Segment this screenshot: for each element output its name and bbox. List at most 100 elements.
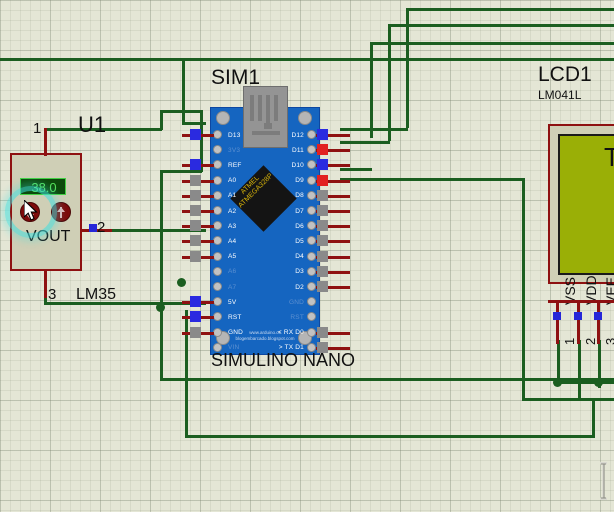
arduino-left-pin-pad-a1[interactable]: [190, 189, 201, 201]
arduino-right-pin-pad-d9[interactable]: [317, 174, 328, 186]
arduino-left-pin-pad-5v[interactable]: [190, 296, 201, 308]
arduino-right-pin-hole-d2[interactable]: [307, 282, 316, 291]
lcd-pin2-node[interactable]: [574, 312, 582, 320]
wire-lcd-vss-v[interactable]: [557, 340, 560, 384]
lcd-pin1-node[interactable]: [553, 312, 561, 320]
arduino-right-pin-pad-d6[interactable]: [317, 220, 328, 232]
arduino-left-pin-pad-rst[interactable]: [190, 311, 201, 323]
arduino-right-pin-pad-d4[interactable]: [317, 250, 328, 262]
arduino-right-pin-wire-d2[interactable]: [316, 286, 350, 289]
arduino-right-pin-hole-d12[interactable]: [307, 130, 316, 139]
arduino-left-pin-pad-a3[interactable]: [190, 220, 201, 232]
wire-vcc-h1[interactable]: [44, 128, 162, 131]
arduino-right-pin-pad-d7[interactable]: [317, 205, 328, 216]
arduino-left-pin-hole-d13[interactable]: [213, 130, 222, 139]
arduino-right-pin-pad-d5[interactable]: [317, 235, 328, 247]
arduino-left-pin-hole-a0[interactable]: [213, 175, 222, 185]
arduino-right-pin-hole-d4[interactable]: [307, 251, 316, 261]
arduino-left-pin-hole-a6[interactable]: [213, 266, 222, 276]
arduino-right-pin-hole-d5[interactable]: [307, 236, 316, 246]
arduino-nano-board[interactable]: [210, 107, 320, 355]
arduino-right-pin-pad-d10[interactable]: [317, 159, 328, 171]
arduino-right-pin-wire-d3[interactable]: [316, 270, 350, 274]
wire-net-top-3[interactable]: [370, 42, 614, 45]
arduino-left-pin-pad-gnd[interactable]: [190, 326, 201, 338]
wire-bottom-h3[interactable]: [522, 398, 614, 401]
arduino-right-pin-wire-d11[interactable]: [316, 149, 350, 153]
arduino-right-pin-pad-rxd0[interactable]: [317, 326, 328, 338]
arduino-left-pin-pad-a0[interactable]: [190, 174, 201, 186]
wire-d13-h[interactable]: [182, 122, 206, 125]
wire-vcc-v4[interactable]: [160, 170, 163, 305]
arduino-left-pin-hole-a7[interactable]: [213, 282, 222, 291]
wire-d10-stub[interactable]: [340, 168, 372, 171]
arduino-right-pin-pad-d3[interactable]: [317, 265, 328, 277]
wire-bottom-v1[interactable]: [160, 305, 163, 379]
arduino-right-pin-hole-d10[interactable]: [307, 160, 316, 170]
wire-lcd-vss-h[interactable]: [557, 381, 614, 384]
arduino-right-pin-pad-d12[interactable]: [317, 129, 328, 140]
wire-net-top-3-v[interactable]: [370, 42, 373, 138]
arduino-right-pin-wire-d4[interactable]: [316, 255, 350, 259]
arduino-left-pin-pad-a2[interactable]: [190, 205, 201, 216]
lm35-pin2-node[interactable]: [89, 224, 97, 232]
arduino-right-pin-pad-d8[interactable]: [317, 189, 328, 201]
wire-bottom-v2[interactable]: [185, 310, 188, 437]
arduino-right-pin-hole-d3[interactable]: [307, 266, 316, 276]
wire-lcd-vdd-v[interactable]: [578, 340, 581, 400]
wire-bottom-right-v2[interactable]: [522, 178, 525, 400]
arduino-right-pin-hole-d8[interactable]: [307, 190, 316, 200]
lcd-pin1-wire[interactable]: [556, 300, 559, 344]
arduino-right-pin-wire-d9[interactable]: [316, 179, 350, 183]
arduino-left-pin-pad-d13[interactable]: [190, 129, 201, 140]
arduino-right-pin-hole-d9[interactable]: [307, 175, 316, 185]
wire-d11-stub[interactable]: [340, 141, 390, 144]
wire-net-top-2[interactable]: [388, 24, 614, 27]
wire-net-top-4[interactable]: [340, 58, 614, 61]
arduino-right-pin-wire-txd1[interactable]: [316, 346, 350, 350]
arduino-right-pin-hole-gnd[interactable]: [307, 297, 316, 307]
arduino-right-pin-wire-d10[interactable]: [316, 164, 350, 168]
arduino-right-pin-hole-rxd0[interactable]: [307, 327, 316, 337]
wire-d13-v[interactable]: [182, 60, 185, 124]
wire-d12-stub[interactable]: [340, 128, 408, 131]
lm35-pin1-wire[interactable]: [44, 128, 47, 156]
arduino-left-pin-hole-vin[interactable]: [213, 342, 222, 352]
wire-vcc-v2[interactable]: [160, 110, 163, 130]
wire-vcc-h2[interactable]: [160, 110, 202, 113]
arduino-right-pin-hole-d6[interactable]: [307, 221, 316, 231]
wire-bottom-right-v1[interactable]: [592, 398, 595, 436]
wire-vcc-h3[interactable]: [160, 170, 202, 173]
arduino-right-pin-hole-rst[interactable]: [307, 312, 316, 322]
arduino-left-pin-hole-gnd[interactable]: [213, 327, 222, 337]
arduino-left-pin-pad-a5[interactable]: [190, 250, 201, 262]
arduino-right-pin-wire-d7[interactable]: [316, 210, 350, 213]
arduino-left-pin-pad-a4[interactable]: [190, 235, 201, 247]
lcd-pin2-wire[interactable]: [577, 300, 580, 344]
wire-lcd-vee-v[interactable]: [598, 340, 601, 388]
arduino-right-pin-hole-d11[interactable]: [307, 145, 316, 155]
arduino-right-pin-hole-txd1[interactable]: [307, 342, 316, 352]
wire-gnd-h[interactable]: [44, 302, 206, 305]
wire-bottom-h2[interactable]: [185, 435, 595, 438]
arduino-right-pin-pad-d11[interactable]: [317, 144, 328, 156]
arduino-right-pin-pad-txd1[interactable]: [317, 341, 328, 353]
lcd-pin3-wire[interactable]: [597, 300, 600, 344]
wire-net-top-1-v[interactable]: [406, 8, 409, 128]
wire-vout-h[interactable]: [98, 229, 206, 232]
arduino-right-pin-wire-d8[interactable]: [316, 194, 350, 198]
arduino-left-pin-pad-ref[interactable]: [190, 159, 201, 171]
wire-net-top-2-v[interactable]: [388, 24, 391, 141]
wire-mid-h[interactable]: [340, 178, 524, 181]
arduino-left-pin-hole-3v3[interactable]: [213, 145, 222, 155]
wire-net-top-1[interactable]: [406, 8, 614, 11]
lcd-pin3-node[interactable]: [594, 312, 602, 320]
arduino-right-pin-wire-d12[interactable]: [316, 134, 350, 137]
arduino-left-pin-hole-a2[interactable]: [213, 206, 222, 215]
arduino-left-pin-hole-a1[interactable]: [213, 190, 222, 200]
wire-vcc-v3[interactable]: [200, 110, 203, 172]
wire-bottom-h1[interactable]: [160, 378, 614, 381]
arduino-right-pin-wire-d5[interactable]: [316, 240, 350, 244]
arduino-right-pin-wire-rxd0[interactable]: [316, 331, 350, 335]
